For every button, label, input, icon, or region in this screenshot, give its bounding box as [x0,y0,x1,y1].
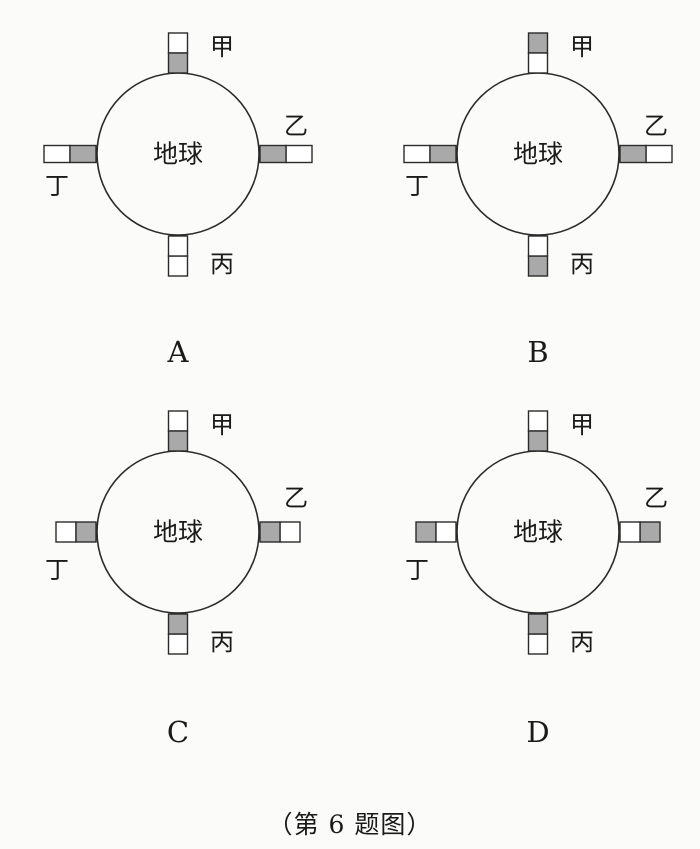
panel-d-satellite-w-label: 丁 [405,556,429,584]
panel-c-satellite-s-label: 丙 [210,628,234,656]
panel-b-satellite-w-outer-cell [403,144,431,164]
panel-a-earth-label: 地球 [153,140,203,169]
panel-c-satellite-n-outer-cell [167,410,189,432]
panel-b-satellite-n-outer-cell [527,32,549,54]
panel-c-satellite-w-inner-cell [75,521,97,543]
panel-c-satellite-e-inner-cell [259,521,281,543]
panel-d-satellite-e-outer-cell [639,521,661,543]
panel-label-a: A [167,335,189,369]
figure-caption: （第 6 题图） [0,805,700,841]
panel-a-satellite-w-outer-cell [43,144,71,164]
caption-open-paren: （ [267,810,294,839]
panel-a-satellite-e-outer-cell [285,144,313,164]
panel-d-satellite-e-inner-cell [619,521,641,543]
panel-b-satellite-n-label: 甲 [570,33,594,61]
panel-c-earth-label: 地球 [153,518,203,547]
panel-d-satellite-n-inner-cell [527,430,549,452]
panel-d-satellite-w-inner-cell [435,521,457,543]
panel-d-satellite-s-label: 丙 [570,628,594,656]
panel-a-satellite-e-label: 乙 [284,112,308,140]
panel-b-satellite-s-outer-cell [527,255,549,277]
panel-d-earth-label: 地球 [513,518,563,547]
panel-c-satellite-e-label: 乙 [284,484,308,512]
panel-b-satellite-w-label: 丁 [405,172,429,200]
panel-a-satellite-w-inner-cell [69,144,97,164]
panel-b-satellite-s-inner-cell [527,235,549,257]
panel-b-earth-label: 地球 [513,140,563,169]
panel-a-satellite-s-label: 丙 [210,250,234,278]
panel-a-satellite-w-label: 丁 [45,172,69,200]
panel-c-satellite-n-inner-cell [167,430,189,452]
panel-d-satellite-s-outer-cell [527,633,549,655]
panel-d-satellite-s-inner-cell [527,613,549,635]
panel-a-satellite-n-outer-cell [167,32,189,54]
panel-c-satellite-s-inner-cell [167,613,189,635]
panel-b-satellite-e-inner-cell [619,144,647,164]
panel-b-satellite-e-outer-cell [645,144,673,164]
caption-close-paren: ） [406,810,433,839]
panel-b-satellite-s-label: 丙 [570,250,594,278]
panel-c-satellite-n-label: 甲 [210,411,234,439]
panel-label-d: D [526,715,550,749]
panel-c-satellite-e-outer-cell [279,521,301,543]
panel-b-satellite-e-label: 乙 [644,112,668,140]
panel-a-satellite-n-label: 甲 [210,33,234,61]
panel-label-b: B [527,335,549,369]
panel-d-satellite-w-outer-cell [415,521,437,543]
panel-c-satellite-w-label: 丁 [45,556,69,584]
panel-b-satellite-w-inner-cell [429,144,457,164]
panel-label-c: C [166,715,190,749]
panel-d-satellite-e-label: 乙 [644,484,668,512]
panel-c-satellite-w-outer-cell [55,521,77,543]
panel-c-satellite-s-outer-cell [167,633,189,655]
panel-a-satellite-s-inner-cell [167,235,189,257]
panel-a-satellite-e-inner-cell [259,144,287,164]
panel-b-satellite-n-inner-cell [527,52,549,74]
panel-a-satellite-n-inner-cell [167,52,189,74]
panel-a-satellite-s-outer-cell [167,255,189,277]
caption-text: 第 6 题图 [293,810,407,839]
panel-d-satellite-n-outer-cell [527,410,549,432]
panel-d-satellite-n-label: 甲 [570,411,594,439]
